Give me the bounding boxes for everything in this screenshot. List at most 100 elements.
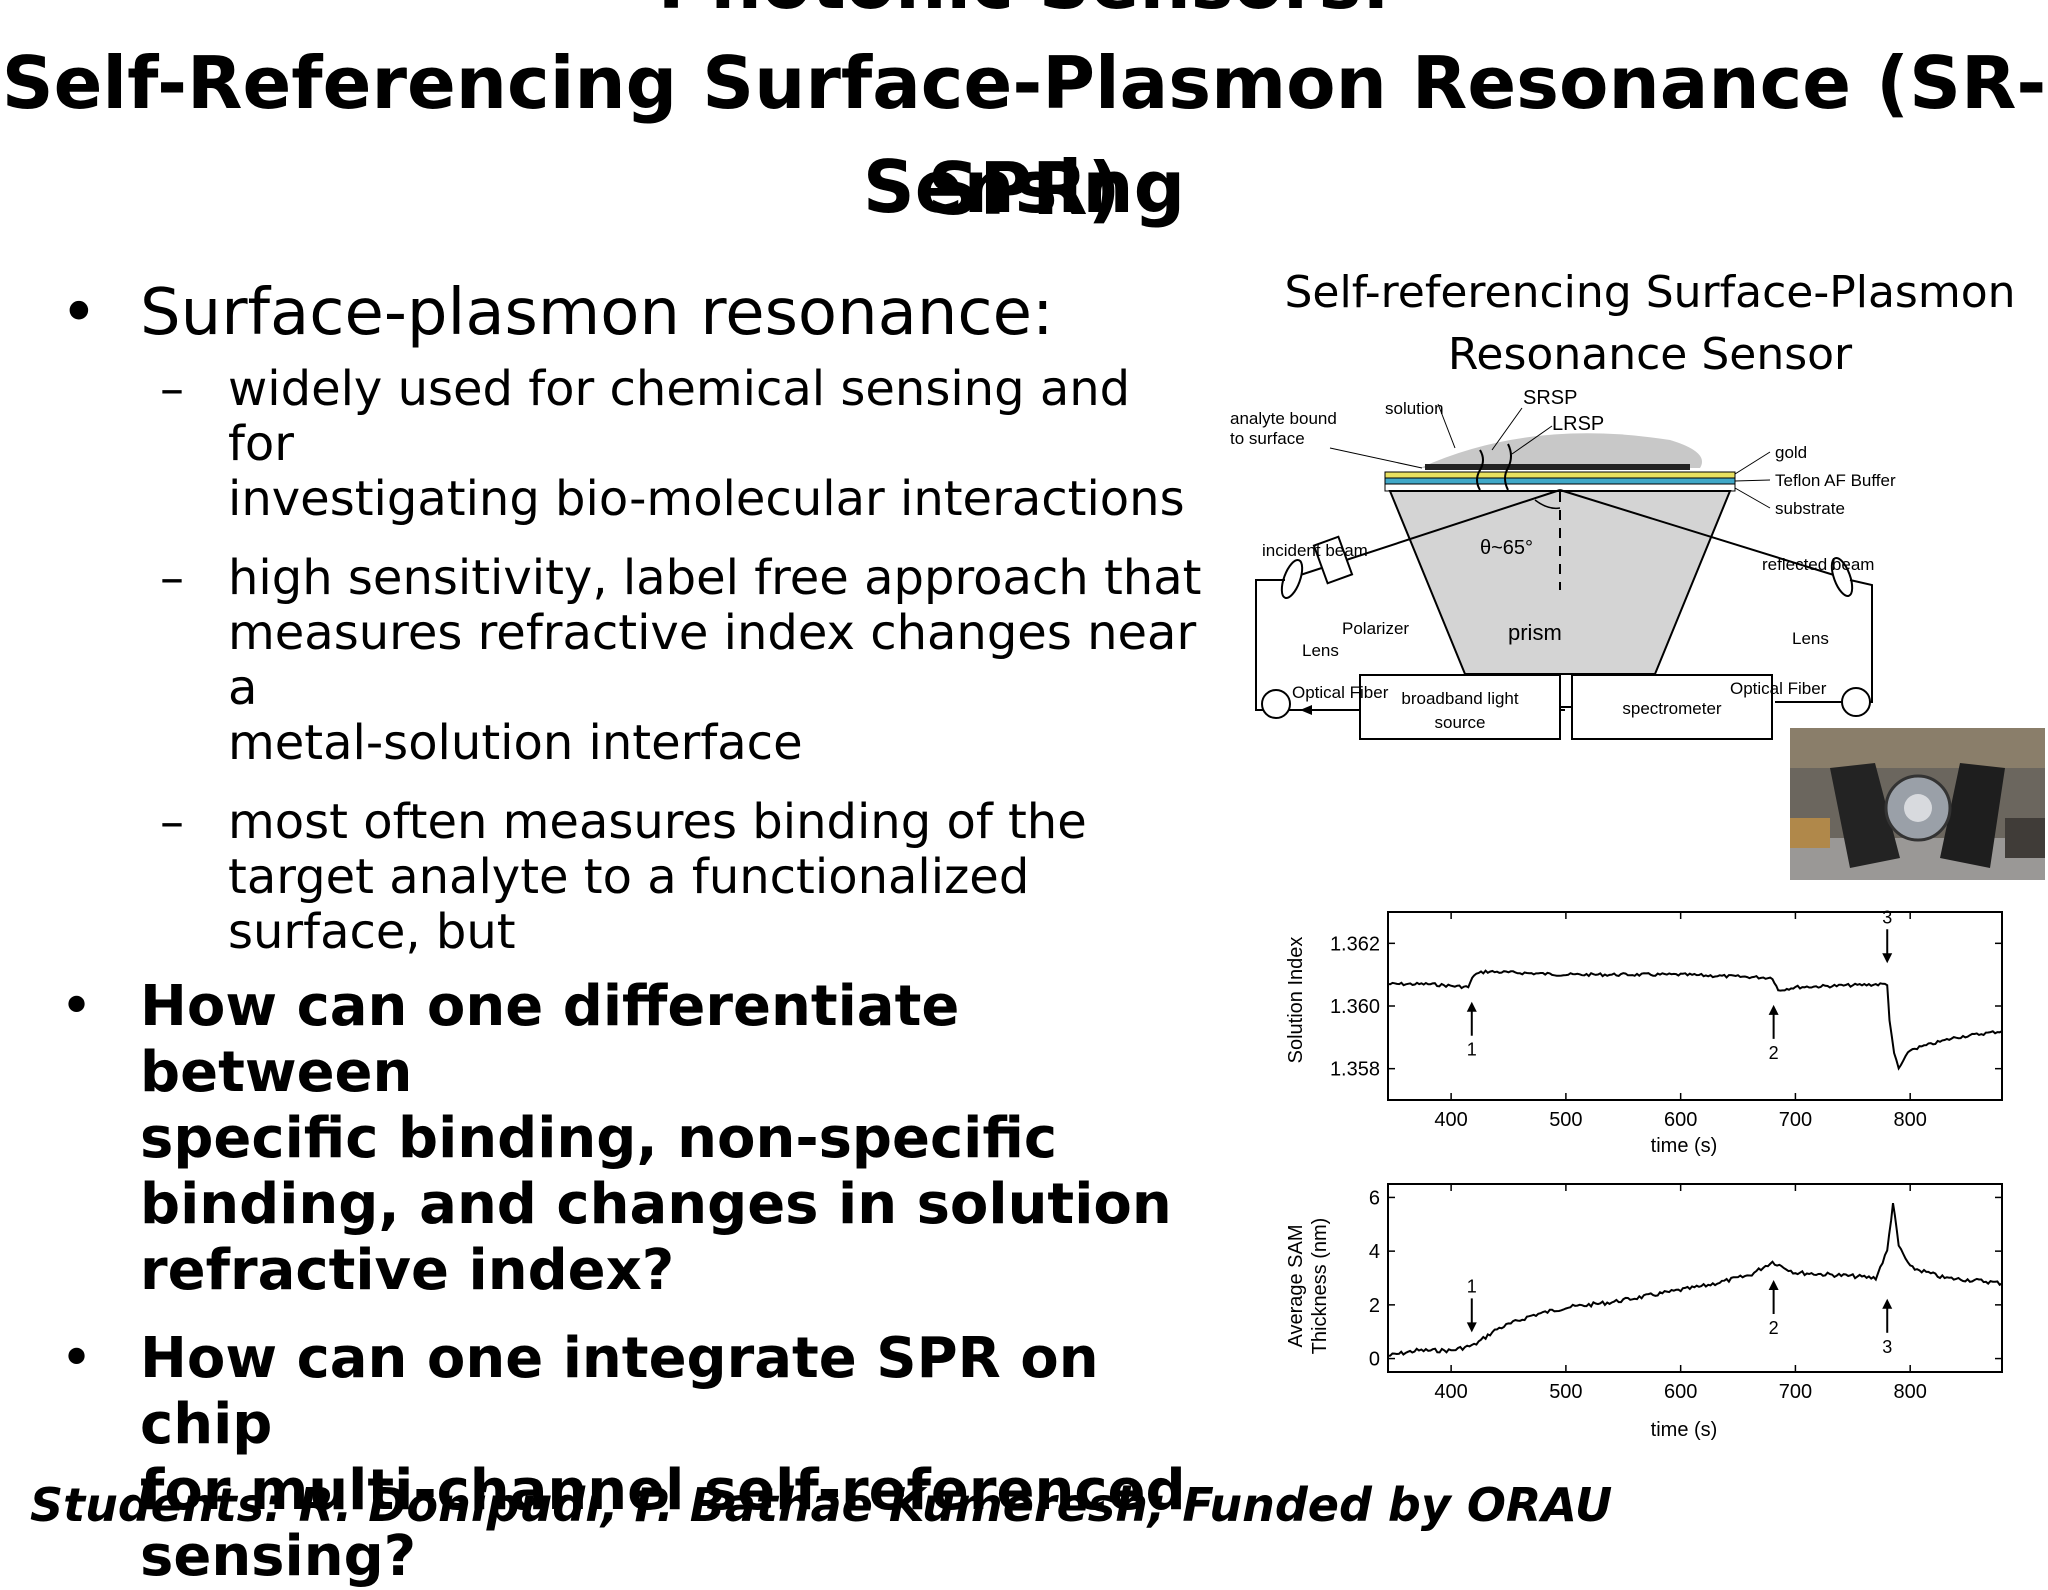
diagram-caption: Self-referencing Surface-Plasmon Resonan… <box>1270 262 2030 386</box>
arrow-head <box>1300 705 1312 715</box>
x-tick-label: 600 <box>1664 1109 1697 1131</box>
y-axis-label: Solution Index <box>1285 937 1307 1064</box>
question-line: How can one differentiate between <box>140 974 960 1105</box>
annotation-label: 1 <box>1467 1040 1477 1060</box>
annotation-arrowhead <box>1768 1280 1779 1290</box>
leader-line <box>1329 447 1423 469</box>
question-line: How can one integrate SPR on chip <box>140 1326 1099 1457</box>
fiber-return <box>1255 579 1285 630</box>
y-tick-label: 4 <box>1369 1241 1380 1263</box>
y-axis-label: Average SAM <box>1285 1224 1307 1347</box>
x-axis-label: time (s) <box>1651 1135 1718 1157</box>
label-solution: solution <box>1385 399 1444 418</box>
y-tick-label: 6 <box>1369 1187 1380 1209</box>
y-axis-label-group: Average SAM Thickness (nm) <box>1285 1218 1331 1355</box>
x-axis-label: time (s) <box>1651 1419 1718 1441</box>
apparatus-photo <box>1790 728 2045 880</box>
fiber-coil-left <box>1261 689 1291 719</box>
leader-line <box>1437 403 1456 449</box>
label-angle: θ~65° <box>1480 537 1533 559</box>
solution-index-series-line <box>1387 969 2003 1071</box>
lrsp-wave <box>1504 443 1512 491</box>
leader-line <box>1734 479 1771 482</box>
sub-bullet-line: investigating bio-molecular interactions <box>228 471 1185 527</box>
light-source-box <box>1359 674 1561 740</box>
label-lrsp: LRSP <box>1552 413 1604 435</box>
sub-bullet-dash: – <box>160 361 184 417</box>
lens-left <box>1280 559 1304 599</box>
question-line: sensing? <box>140 1524 417 1589</box>
sub-bullet-line: measures refractive index changes near a <box>228 605 1197 716</box>
leader-line <box>1734 487 1771 509</box>
y-tick-label: 2 <box>1369 1295 1380 1317</box>
label-prism: prism <box>1508 620 1562 645</box>
sub-bullet-1: – widely used for chemical sensing and f… <box>60 362 1210 527</box>
y-tick-label: 1.362 <box>1330 933 1380 955</box>
spectrometer-box <box>1571 674 1773 740</box>
question-bullet-1: • How can one differentiate between spec… <box>60 974 1210 1304</box>
sub-bullet-line: target analyte to a functionalized <box>228 849 1030 905</box>
slide-title-line-1: Self-Referencing Surface-Plasmon Resonan… <box>1 41 2047 231</box>
annotation-arrowhead <box>1768 1004 1779 1015</box>
bullet-dot: • <box>60 974 94 1039</box>
label-source: broadband light <box>1401 689 1518 708</box>
sub-bullet-line: most often measures binding of the <box>228 794 1087 850</box>
y-tick-label: 0 <box>1369 1349 1380 1371</box>
label-fiber-left: Optical Fiber <box>1292 683 1389 702</box>
slide-title-line-2: Sensing <box>862 145 1186 229</box>
label-polarizer: Polarizer <box>1342 619 1409 638</box>
annotation-label: 2 <box>1769 1043 1779 1063</box>
question-line: for multi-channel self-referenced <box>140 1458 1186 1523</box>
sub-bullet-3: – most often measures binding of the tar… <box>60 795 1210 960</box>
label-incident-beam: incident beam <box>1262 541 1368 560</box>
sub-bullet-dash: – <box>160 794 184 850</box>
annotation-arrowhead <box>1882 953 1893 964</box>
label-source: source <box>1434 713 1485 732</box>
sub-bullet-line: metal-solution interface <box>228 715 803 771</box>
spr-sensor-diagram: analyte bound to surface solution SRSP L… <box>1230 387 1896 740</box>
credits-footer: Students: R. Donipudi, P. Bathae Kumeres… <box>30 1478 1612 1532</box>
lens-right <box>1830 557 1854 597</box>
bullet-dot: • <box>60 276 98 350</box>
bullet-main-text: Surface-plasmon resonance: <box>140 276 1054 350</box>
y-axis-label: Thickness (nm) <box>1309 1218 1331 1355</box>
srsp-wave <box>1476 449 1484 491</box>
x-tick-label: 500 <box>1549 1109 1582 1131</box>
x-tick-label: 700 <box>1779 1109 1812 1131</box>
angle-arc <box>1534 499 1561 510</box>
x-tick-label: 400 <box>1434 1381 1467 1403</box>
label-lens-right: Lens <box>1792 629 1829 648</box>
annotation-arrowhead <box>1882 1298 1893 1309</box>
label-analyte: analyte bound <box>1230 409 1337 428</box>
credits-text: Students: R. Donipudi, P. Bathae Kumeres… <box>30 1478 1613 1532</box>
x-tick-label: 400 <box>1434 1109 1467 1131</box>
diagram-caption-line: Resonance Sensor <box>1447 329 1853 380</box>
teflon-layer <box>1384 477 1736 485</box>
reflected-beam <box>1559 489 1851 581</box>
label-gold: gold <box>1775 443 1807 462</box>
fiber-coil-right <box>1841 687 1871 717</box>
bullet-list: • Surface-plasmon resonance: – widely us… <box>60 270 1210 1590</box>
x-tick-label: 700 <box>1779 1381 1812 1403</box>
annotation-label: 2 <box>1769 1318 1779 1338</box>
x-tick-label: 800 <box>1893 1109 1926 1131</box>
x-tick-label: 800 <box>1893 1381 1926 1403</box>
label-lens-left: Lens <box>1302 641 1339 660</box>
x-tick-label: 500 <box>1549 1381 1582 1403</box>
label-reflected-beam: reflected beam <box>1762 555 1874 574</box>
sam-thickness-series-line <box>1387 1202 2003 1357</box>
leader-line <box>1511 425 1553 455</box>
label-substrate: substrate <box>1775 499 1845 518</box>
annotation-label: 3 <box>1882 907 1892 927</box>
y-tick-label: 1.360 <box>1330 996 1380 1018</box>
gold-layer <box>1384 471 1736 479</box>
sub-bullet-2: – high sensitivity, label free approach … <box>60 551 1210 771</box>
bullet-dot: • <box>60 1326 94 1391</box>
question-line: specific binding, non-specific <box>140 1106 1058 1171</box>
label-srsp: SRSP <box>1523 387 1577 409</box>
question-bullet-2: • How can one integrate SPR on chip for … <box>60 1326 1210 1590</box>
analyte-layer <box>1425 464 1690 470</box>
polarizer <box>1312 535 1354 585</box>
sub-bullet-line: high sensitivity, label free approach th… <box>228 550 1202 606</box>
